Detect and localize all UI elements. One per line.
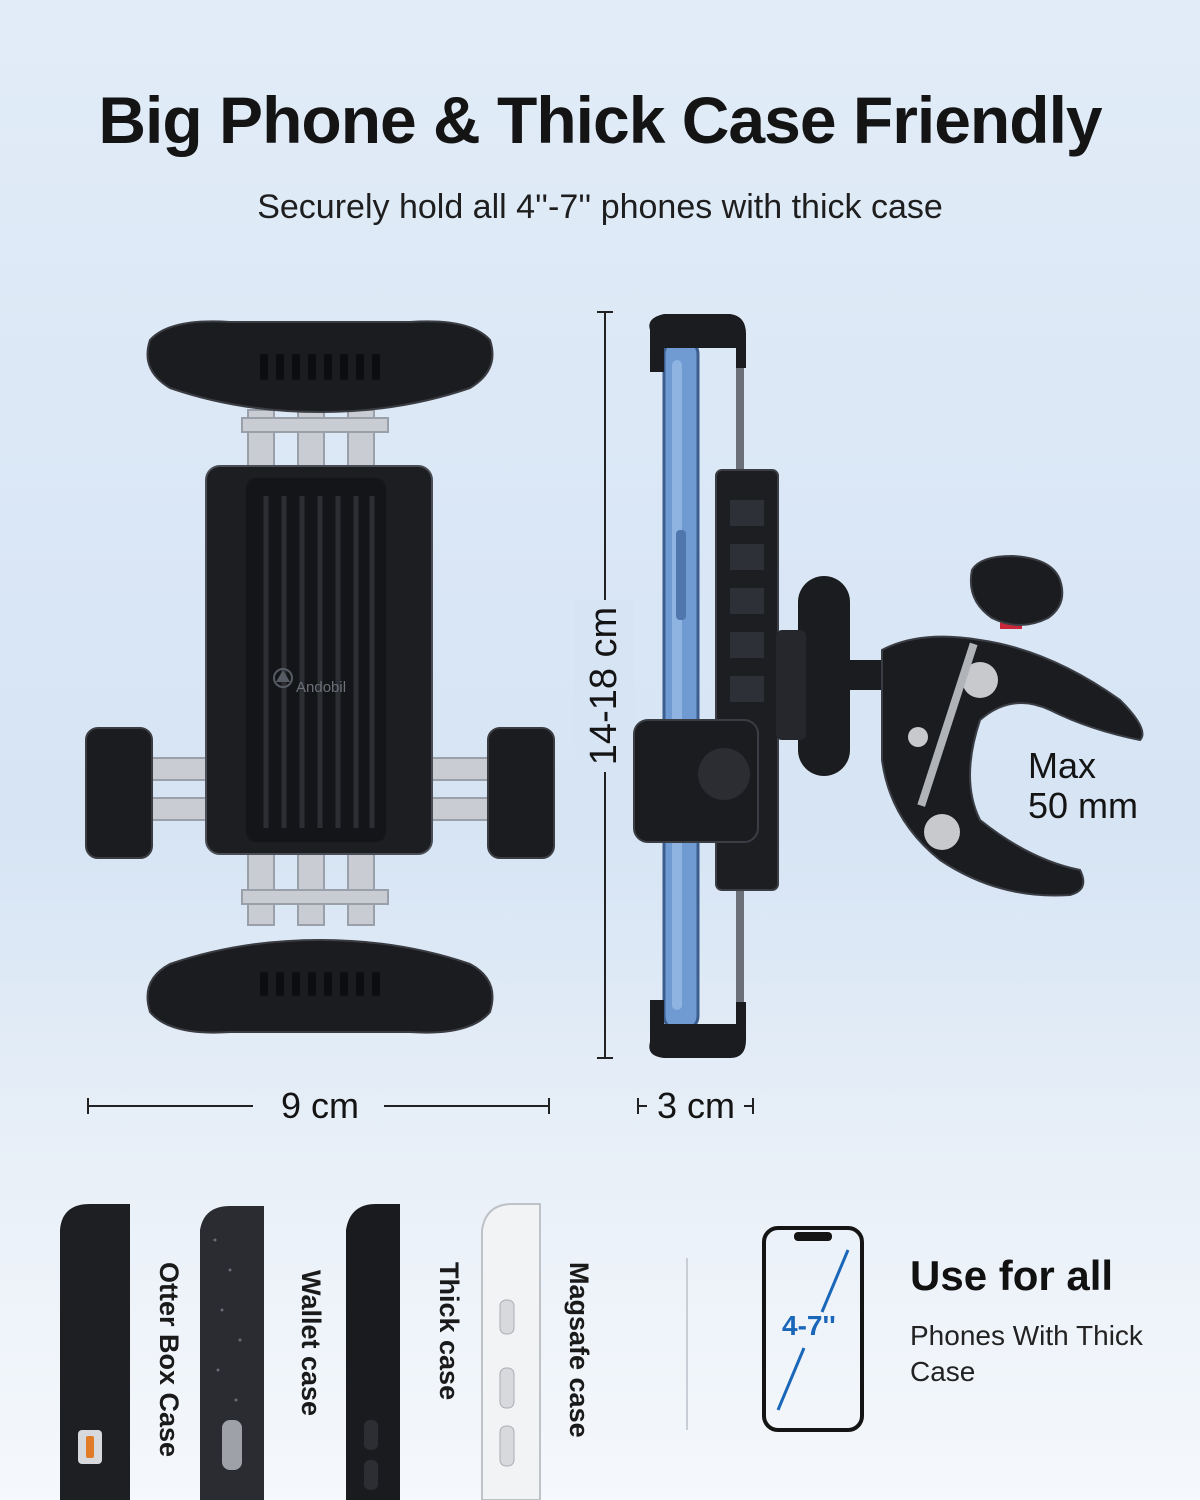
bottom-arm (146, 938, 494, 1034)
tightening-knob (970, 554, 1064, 626)
side-bottom-clamp (649, 1000, 746, 1058)
ball-joint (798, 576, 850, 776)
height-label-box (574, 600, 634, 772)
section-divider (686, 1258, 688, 1430)
case-label-otterbox: Otter Box Case (154, 1262, 184, 1458)
top-arm (146, 320, 494, 414)
otterbox-case-image (60, 1204, 130, 1500)
width-label: 9 cm (280, 1085, 359, 1126)
case-samples-illustration (60, 1203, 541, 1500)
depth-label: 3 cm (656, 1085, 735, 1126)
case-label-thick: Thick case (434, 1262, 464, 1401)
size-range-label: 4-7'' (782, 1310, 836, 1341)
width-tick-right (548, 1098, 550, 1114)
compat-subtitle: Phones With Thick Case (910, 1320, 1143, 1387)
case-label-wallet: Wallet case (296, 1270, 326, 1417)
depth-line-left (637, 1105, 647, 1107)
depth-tick-right (752, 1098, 754, 1114)
height-tick-bottom (597, 1057, 613, 1059)
height-tick-top (597, 311, 613, 313)
page-subtitle: Securely hold all 4''-7'' phones with th… (257, 188, 943, 226)
holder-side-illustration (633, 314, 1144, 1058)
brand-logo: Andobil (296, 679, 346, 696)
width-dimension-line-left (88, 1105, 253, 1107)
width-tick-left (87, 1098, 89, 1114)
page-title: Big Phone & Thick Case Friendly (98, 83, 1102, 157)
phone-outline-icon (762, 1226, 864, 1432)
magsafe-case-image (481, 1203, 541, 1500)
case-label-magsafe: Magsafe case (564, 1262, 594, 1438)
clamp-max-label: Max 50 mm (1028, 746, 1138, 826)
clamp-max-line2: 50 mm (1028, 785, 1139, 826)
clamp-max-line1: Max (1028, 745, 1097, 786)
right-grip (487, 727, 555, 859)
depth-line-right (744, 1105, 754, 1107)
thick-case-image (346, 1204, 400, 1500)
width-dimension-line-right (384, 1105, 550, 1107)
left-grip (85, 727, 153, 859)
side-top-clamp (649, 314, 746, 372)
wallet-case-image (200, 1206, 264, 1500)
holder-front-illustration: Andobil (85, 320, 555, 1034)
compat-title: Use for all (910, 1252, 1114, 1299)
